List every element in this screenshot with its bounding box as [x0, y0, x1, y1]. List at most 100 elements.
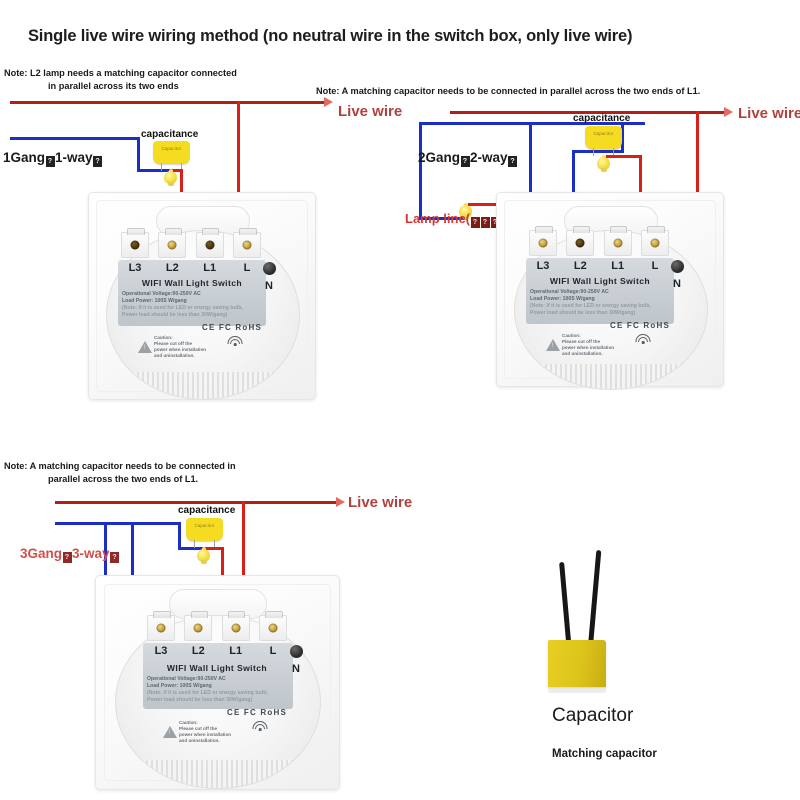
wifi-icon [635, 334, 651, 345]
gang-mid: 2-way [470, 150, 508, 165]
terminal-L[interactable] [258, 611, 287, 641]
switch-device-one-gang[interactable]: L3 L2 L1 L WIFI Wall Light Switch Operat… [88, 192, 316, 400]
capacitance-label: capacitance [573, 113, 631, 124]
caution-line-3: power when installation [154, 347, 207, 352]
tofu-glyph: ? [480, 217, 490, 228]
warning-triangle-icon [546, 339, 560, 351]
live-wire-drop-to-L [696, 111, 699, 246]
n-terminal-label: N [292, 663, 300, 675]
n-terminal-button[interactable] [671, 260, 684, 273]
wifi-icon [227, 336, 243, 347]
live-wire-trunk [10, 101, 325, 104]
switch-brand-text: WIFI Wall Light Switch [549, 276, 651, 286]
tofu-glyph: ? [470, 217, 480, 228]
lamp-line-label: Lamp line(???) [405, 211, 504, 228]
neutral-wire-cap-drop [178, 522, 181, 550]
tofu-glyph: ? [45, 156, 55, 167]
terminal-L[interactable] [640, 226, 669, 256]
terminal-L1[interactable] [195, 228, 224, 258]
spec-line-3: (Note: If it is used for LED or energy s… [530, 303, 651, 309]
neutral-wire-to-capacitor [572, 150, 624, 153]
capacitor-icon: Capacitor [186, 518, 223, 541]
caution-line-2: Please cut off the [154, 341, 193, 346]
terminal-L3[interactable] [147, 611, 175, 641]
tofu-glyph: ? [62, 552, 72, 563]
capacitance-label: capacitance [141, 129, 199, 140]
n-terminal-button[interactable] [263, 262, 276, 275]
certification-marks: CE FC RoHS [202, 323, 262, 332]
caution-line-4: and uninstallation. [154, 353, 195, 358]
capacitor-icon: Capacitor [153, 141, 190, 164]
spec-line-3: (Note: If it is used for LED or energy s… [147, 690, 268, 696]
terminal-labels: L3 L2 L1 L [121, 262, 261, 274]
gang-label-three-gang: 3Gang?3-way? [20, 546, 120, 563]
terminal-L2[interactable] [566, 226, 595, 256]
tofu-glyph: ? [110, 552, 120, 563]
terminal-L1[interactable] [603, 226, 632, 256]
tofu-glyph: ? [508, 156, 518, 167]
note-one-gang-line1: Note: L2 lamp needs a matching capacitor… [4, 68, 237, 78]
terminal-label-L: L [243, 262, 251, 274]
live-wire-trunk [55, 501, 337, 504]
gang-prefix: 2Gang [418, 150, 461, 165]
gang-mid: 1-way [55, 150, 93, 165]
switch-device-three-gang[interactable]: L3 L2 L1 L WIFI Wall Light Switch Operat… [95, 575, 340, 790]
lamp-top-red-run [206, 547, 224, 550]
n-terminal-button[interactable] [290, 645, 303, 658]
neutral-wire-to-capacitor [178, 547, 206, 550]
capacitor-photo-title: Capacitor [552, 705, 634, 726]
terminal-L3[interactable] [529, 226, 557, 256]
caution-line-2: Please cut off the [562, 339, 601, 344]
lamp-red-short [173, 169, 183, 172]
capacitor-icon: Capacitor [585, 126, 622, 149]
live-wire-label: Live wire [338, 103, 403, 120]
terminal-label-L: L [651, 260, 659, 272]
neutral-wire-drop-2 [131, 522, 134, 618]
terminal-labels: L3 L2 L1 L [147, 645, 287, 657]
spec-line-2: Load Power: 100S W/gang [122, 298, 187, 304]
live-wire-arrow-icon [324, 97, 333, 107]
live-wire-arrow-icon [336, 497, 345, 507]
gang-prefix: 3Gang [20, 546, 63, 561]
live-wire-trunk [450, 111, 725, 114]
terminal-labels: L3 L2 L1 L [529, 260, 669, 272]
terminal-L2[interactable] [184, 611, 213, 641]
neutral-wire-to-bulb [137, 169, 173, 172]
live-wire-arrow-icon [724, 107, 733, 117]
warning-triangle-icon [138, 341, 152, 353]
terminal-label-L1: L1 [611, 260, 625, 272]
gang-label-one-gang: 1Gang?1-way? [3, 150, 103, 167]
caution-line-1: Caution: [179, 720, 198, 725]
capacitor-leg-left [194, 540, 196, 548]
terminal-label-L3: L3 [154, 645, 168, 657]
n-terminal-label: N [673, 278, 681, 290]
terminal-L1[interactable] [221, 611, 250, 641]
switch-brand-text: WIFI Wall Light Switch [141, 278, 243, 288]
n-terminal-label: N [265, 280, 273, 292]
capacitance-label: capacitance [178, 505, 236, 516]
lamp-upper-red-run [606, 155, 641, 158]
switch-device-two-gang[interactable]: L3 L2 L1 L WIFI Wall Light Switch Operat… [496, 192, 724, 390]
capacitor-icon-text: Capacitor [161, 146, 182, 151]
neutral-wire-drop [137, 137, 140, 172]
terminal-L2[interactable] [158, 228, 187, 258]
capacitor-icon-text: Capacitor [593, 131, 614, 136]
live-wire-drop-to-L [237, 101, 240, 246]
note-three-gang-line2: parallel across the two ends of L1. [48, 474, 199, 484]
terminal-L3[interactable] [121, 228, 149, 258]
neutral-wire-horizontal [419, 122, 645, 125]
caution-line-1: Caution: [562, 333, 581, 338]
caution-line-1: Caution: [154, 335, 173, 340]
neutral-wire-mid-drop [529, 122, 532, 208]
capacitor-body [548, 640, 606, 693]
diagram-two-gang: Live wire capacitance Capacitor [400, 0, 800, 430]
capacitor-leg-right [613, 148, 615, 156]
caution-line-3: power when installation [562, 345, 615, 350]
switch-brand-text: WIFI Wall Light Switch [166, 663, 268, 673]
terminal-block [121, 228, 261, 258]
capacitor-leg-right [181, 163, 183, 171]
switch-faceplate [526, 258, 674, 324]
terminal-label-L1: L1 [229, 645, 243, 657]
terminal-L[interactable] [232, 228, 261, 258]
wifi-icon [252, 721, 268, 732]
